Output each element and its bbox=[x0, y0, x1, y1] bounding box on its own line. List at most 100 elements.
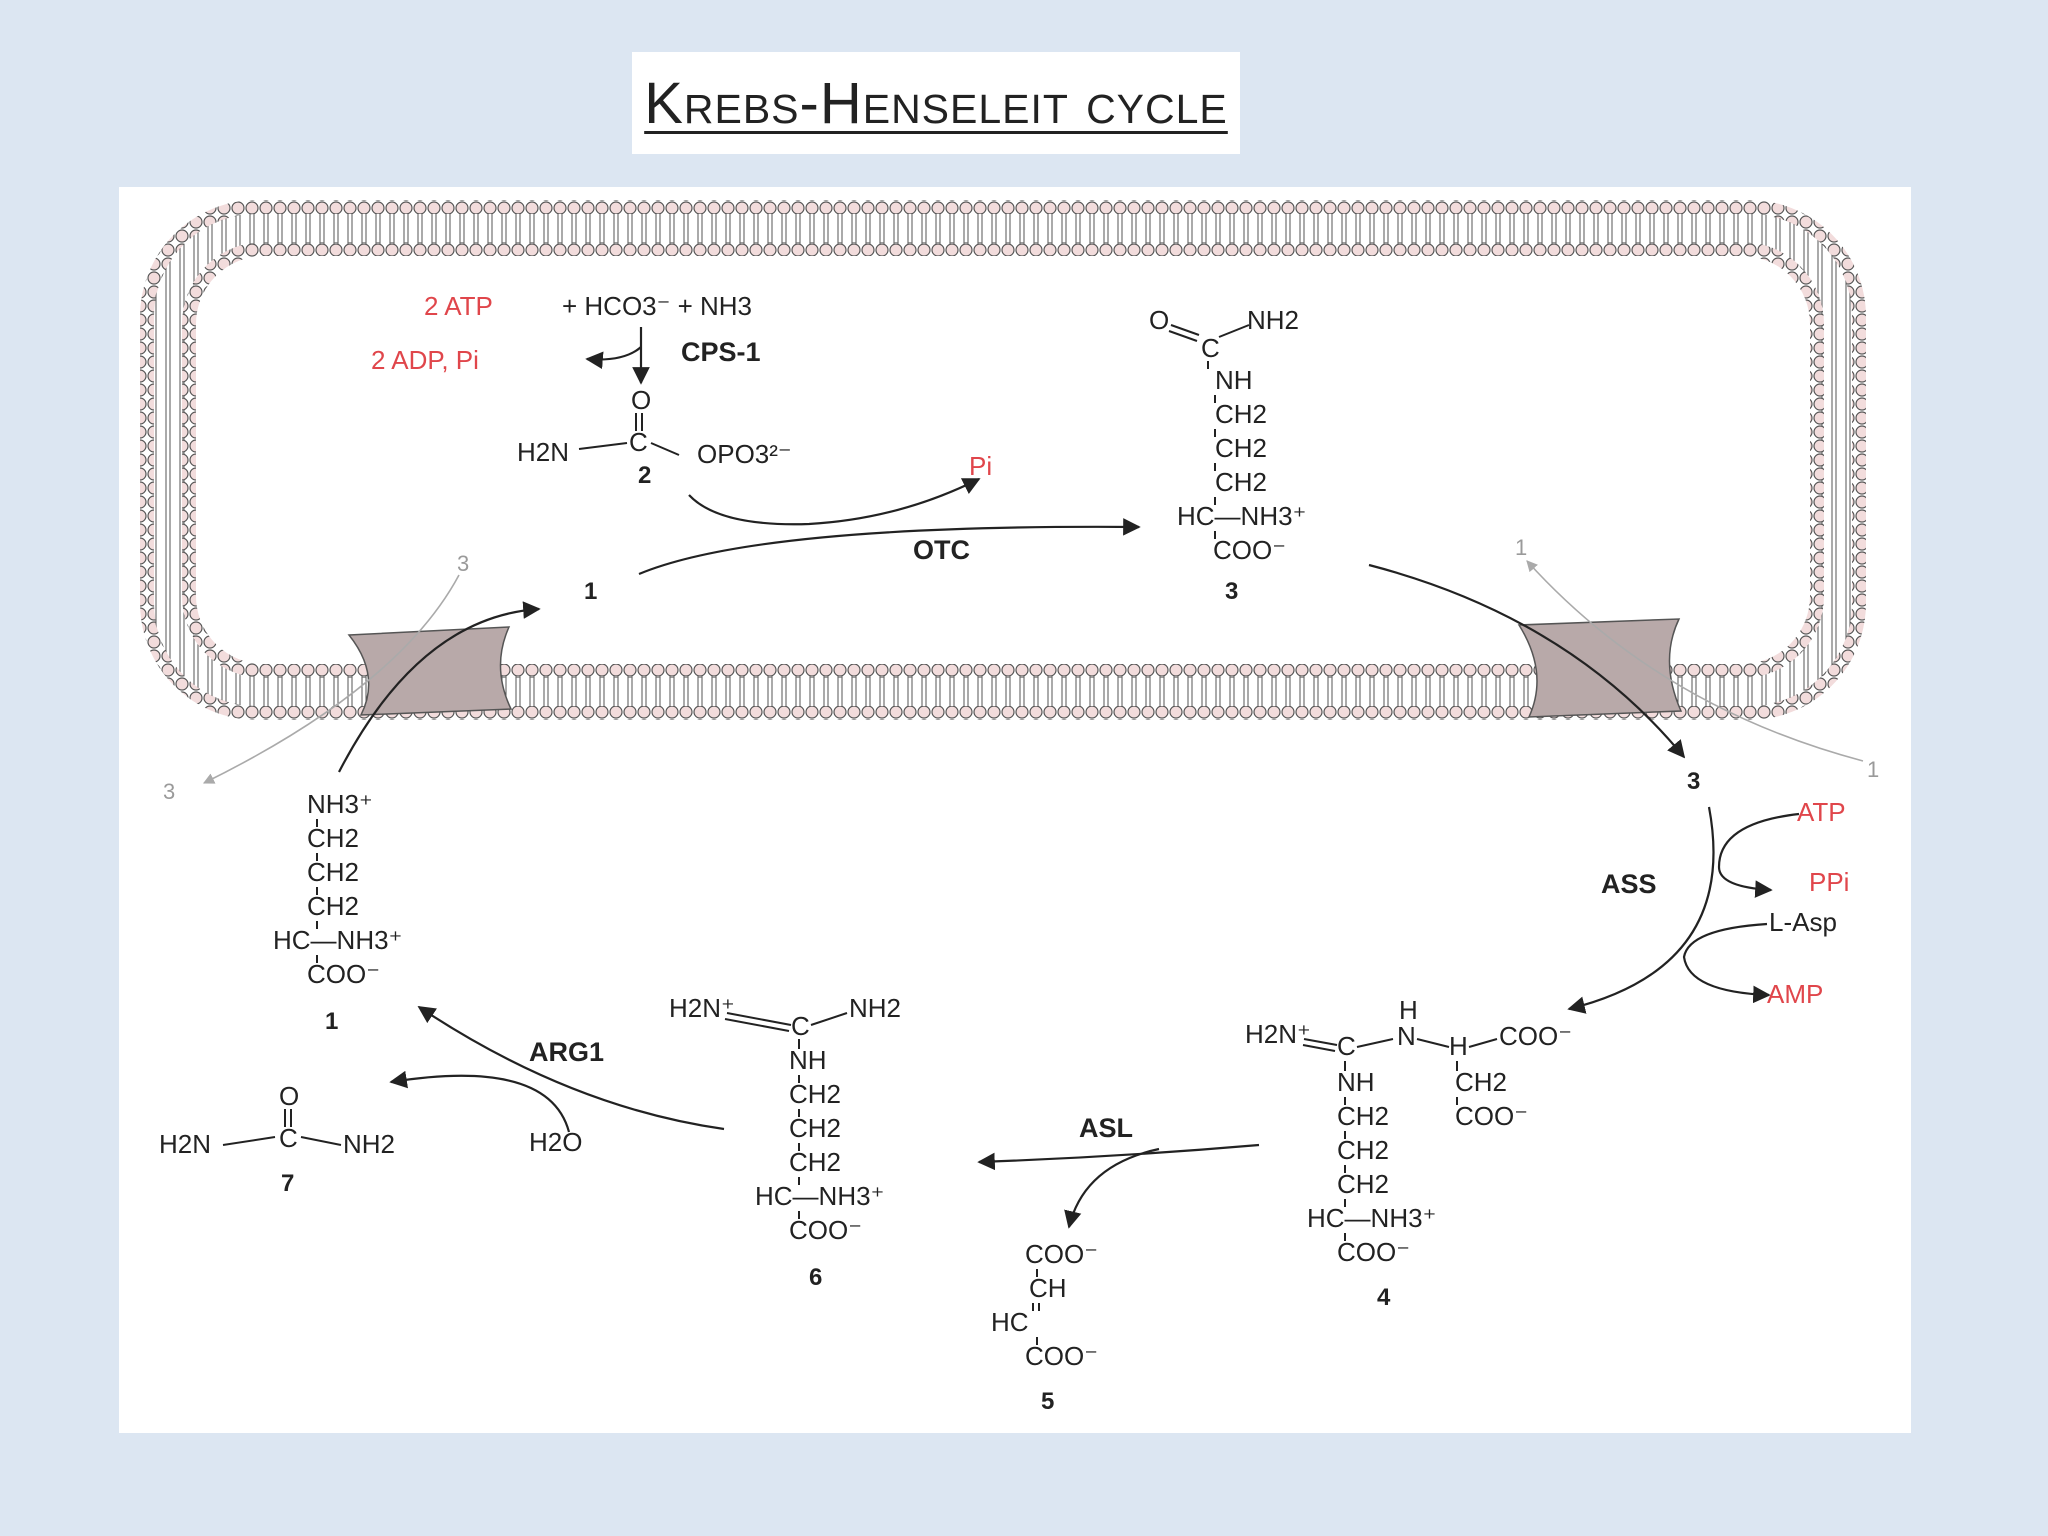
transport-1-bottom: 1 bbox=[1867, 757, 1879, 782]
svg-text:CH2: CH2 bbox=[1337, 1135, 1389, 1165]
compound-1-mito-number: 1 bbox=[584, 578, 597, 605]
ppi-label: PPi bbox=[1809, 867, 1849, 897]
pi-release-arrow bbox=[688, 478, 981, 526]
svg-text:O: O bbox=[631, 385, 651, 415]
svg-text:C: C bbox=[1337, 1031, 1356, 1061]
urea-cycle-diagram: 2 ATP + HCO3⁻ + NH3 2 ADP, Pi CPS-1 O C … bbox=[140, 200, 1879, 1415]
amp-label: AMP bbox=[1767, 979, 1823, 1009]
svg-text:CH2: CH2 bbox=[307, 857, 359, 887]
compound-5-number: 5 bbox=[1041, 1388, 1054, 1415]
ornithine-citrulline-transporter-left bbox=[347, 626, 513, 716]
compound-3-cyto-number: 3 bbox=[1687, 768, 1700, 795]
arg1-arrow bbox=[417, 1006, 725, 1131]
svg-text:NH: NH bbox=[789, 1045, 827, 1075]
ornithine-import-arrow bbox=[338, 601, 541, 773]
transport-3-bottom: 3 bbox=[163, 779, 175, 804]
svg-text:C: C bbox=[791, 1011, 810, 1041]
svg-text:NH: NH bbox=[1215, 365, 1253, 395]
bicarbonate-ammonia-label: + HCO3⁻ + NH3 bbox=[562, 291, 752, 321]
fumarate-release-arrow bbox=[1064, 1147, 1160, 1229]
compound-6-number: 6 bbox=[809, 1264, 822, 1291]
asl-arrow bbox=[977, 1143, 1260, 1171]
urea: O C H2N NH2 7 bbox=[159, 1081, 395, 1197]
svg-text:H2N⁺: H2N⁺ bbox=[1245, 1019, 1311, 1049]
compound-1-cyto-number: 1 bbox=[325, 1008, 338, 1035]
svg-text:COO⁻: COO⁻ bbox=[1213, 535, 1286, 565]
transport-1-top: 1 bbox=[1515, 535, 1527, 560]
svg-text:CH2: CH2 bbox=[789, 1079, 841, 1109]
compound-3-mito-number: 3 bbox=[1225, 578, 1238, 605]
svg-text:NH2: NH2 bbox=[1247, 305, 1299, 335]
otc-arrow bbox=[638, 518, 1141, 576]
urea-release-arrow bbox=[389, 1070, 571, 1133]
svg-text:CH2: CH2 bbox=[789, 1147, 841, 1177]
svg-text:OPO3²⁻: OPO3²⁻ bbox=[697, 439, 792, 469]
atp-label: ATP bbox=[1797, 797, 1846, 827]
svg-text:NH2: NH2 bbox=[343, 1129, 395, 1159]
svg-text:H2N: H2N bbox=[517, 437, 569, 467]
citrulline-export-arrow bbox=[1368, 563, 1686, 759]
citrulline-mito: O C NH2 NH CH2 CH2 CH2 HC—NH3⁺ COO⁻ 3 bbox=[1149, 305, 1306, 605]
cps1-side-arrow bbox=[585, 346, 642, 370]
svg-text:CH2: CH2 bbox=[1337, 1169, 1389, 1199]
citrulline-export-gray-arrow bbox=[202, 574, 460, 784]
svg-text:C: C bbox=[629, 427, 648, 457]
argininosuccinate: H2N⁺ C H N H C COO⁻ NH CH2 COO⁻ CH2 CH2 … bbox=[1245, 995, 1572, 1311]
ornithine: NH3⁺ CH2 CH2 CH2 HC—NH3⁺ COO⁻ 1 bbox=[273, 789, 402, 1035]
svg-text:NH: NH bbox=[1337, 1067, 1375, 1097]
svg-text:H2N: H2N bbox=[159, 1129, 211, 1159]
transport-3-top: 3 bbox=[457, 551, 469, 576]
svg-text:CH2: CH2 bbox=[1215, 433, 1267, 463]
svg-text:H2N⁺: H2N⁺ bbox=[669, 993, 735, 1023]
asp-amp-arrow bbox=[1682, 922, 1771, 1004]
svg-text:HC—NH3⁺: HC—NH3⁺ bbox=[1307, 1203, 1436, 1233]
svg-text:H: H bbox=[1399, 995, 1418, 1025]
arginine: H2N⁺ C NH2 NH CH2 CH2 CH2 HC—NH3⁺ COO⁻ 6 bbox=[669, 993, 901, 1291]
svg-text:C: C bbox=[279, 1123, 298, 1153]
ornithine-citrulline-transporter-right bbox=[1517, 618, 1683, 718]
svg-text:O: O bbox=[1149, 305, 1169, 335]
svg-text:HC—NH3⁺: HC—NH3⁺ bbox=[273, 925, 402, 955]
svg-text:COO⁻: COO⁻ bbox=[1025, 1341, 1098, 1371]
compound-4-number: 4 bbox=[1377, 1284, 1391, 1311]
h2o-label: H2O bbox=[529, 1127, 582, 1157]
compound-7-number: 7 bbox=[281, 1170, 294, 1197]
ass-arrow bbox=[1567, 806, 1715, 1014]
svg-text:CH2: CH2 bbox=[1455, 1067, 1507, 1097]
svg-text:HC—NH3⁺: HC—NH3⁺ bbox=[1177, 501, 1306, 531]
svg-text:CH2: CH2 bbox=[1337, 1101, 1389, 1131]
slide-title: Krebs-Henseleit cycle bbox=[644, 70, 1228, 136]
fumarate: COO⁻ CH HC COO⁻ 5 bbox=[991, 1239, 1098, 1415]
adp-pi-label: 2 ADP, Pi bbox=[371, 345, 479, 375]
svg-text:COO⁻: COO⁻ bbox=[1455, 1101, 1528, 1131]
l-asp-label: L-Asp bbox=[1769, 907, 1837, 937]
diagram-panel: 2 ATP + HCO3⁻ + NH3 2 ADP, Pi CPS-1 O C … bbox=[119, 187, 1911, 1433]
svg-text:COO⁻: COO⁻ bbox=[1025, 1239, 1098, 1269]
svg-text:HC—NH3⁺: HC—NH3⁺ bbox=[755, 1181, 884, 1211]
atp-ppi-arrow bbox=[1717, 812, 1800, 898]
svg-text:N: N bbox=[1397, 1021, 1416, 1051]
title-box: Krebs-Henseleit cycle bbox=[632, 52, 1240, 154]
ornithine-import-gray-arrow bbox=[1526, 560, 1864, 762]
pi-label: Pi bbox=[969, 451, 992, 481]
svg-text:CH2: CH2 bbox=[307, 823, 359, 853]
svg-text:CH2: CH2 bbox=[1215, 399, 1267, 429]
svg-text:CH2: CH2 bbox=[789, 1113, 841, 1143]
svg-text:CH2: CH2 bbox=[307, 891, 359, 921]
svg-text:CH: CH bbox=[1029, 1273, 1067, 1303]
svg-text:HC: HC bbox=[991, 1307, 1029, 1337]
svg-text:H: H bbox=[1449, 1031, 1468, 1061]
compound-2-number: 2 bbox=[638, 462, 651, 489]
svg-text:COO⁻: COO⁻ bbox=[789, 1215, 862, 1245]
svg-text:COO⁻: COO⁻ bbox=[1499, 1021, 1572, 1051]
svg-text:COO⁻: COO⁻ bbox=[1337, 1237, 1410, 1267]
svg-text:C: C bbox=[1201, 333, 1220, 363]
arg1-enzyme-label: ARG1 bbox=[529, 1037, 604, 1067]
svg-text:NH2: NH2 bbox=[849, 993, 901, 1023]
svg-text:O: O bbox=[279, 1081, 299, 1111]
otc-enzyme-label: OTC bbox=[913, 535, 970, 565]
ass-enzyme-label: ASS bbox=[1601, 869, 1657, 899]
cps1-enzyme-label: CPS-1 bbox=[681, 337, 761, 367]
carbamoyl-phosphate: O C H2N OPO3²⁻ 2 bbox=[517, 385, 792, 489]
svg-text:CH2: CH2 bbox=[1215, 467, 1267, 497]
